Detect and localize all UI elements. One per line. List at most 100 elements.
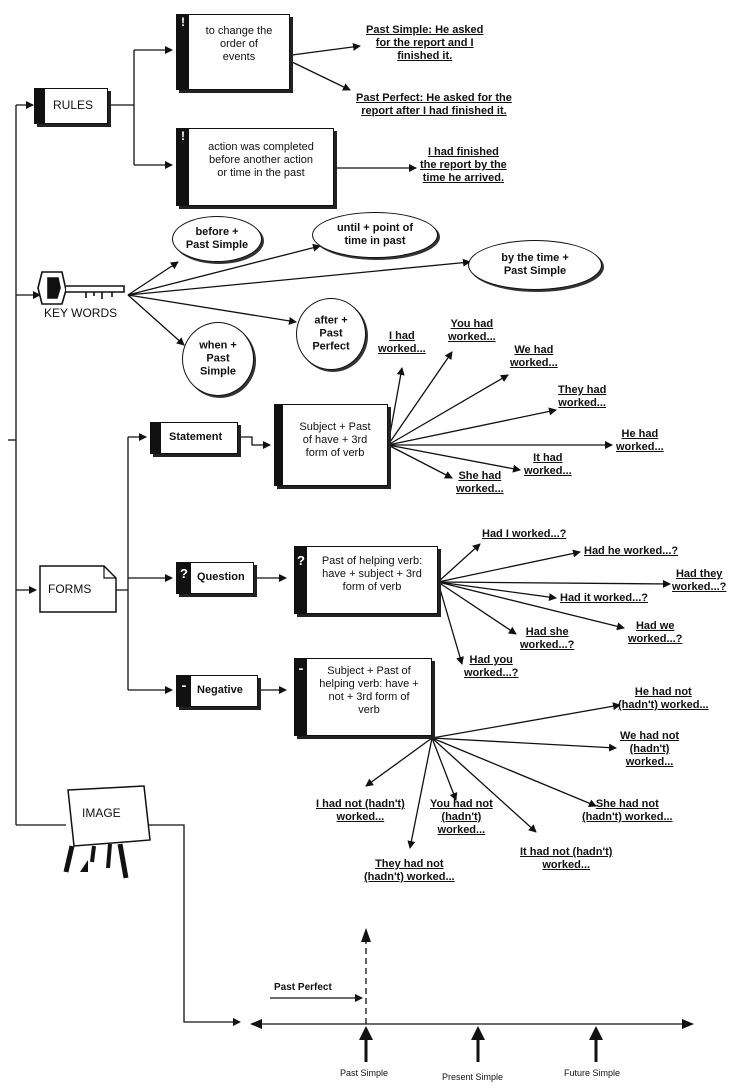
formula-line: form of verb	[342, 581, 402, 593]
rules-node: RULES	[34, 88, 108, 124]
keyword-line: Past Simple	[503, 265, 567, 277]
example-line: worked...?	[520, 639, 575, 651]
keyword-line: Past	[206, 352, 230, 365]
statement-label: Statement	[169, 431, 223, 443]
example-line: worked...	[456, 483, 504, 495]
keyword-line: Perfect	[312, 340, 350, 353]
example-line: I had not (hadn't)	[316, 798, 405, 810]
example-line: worked...	[336, 811, 385, 823]
example-line: Had she	[525, 626, 569, 638]
keyword-after: after + Past Perfect	[296, 298, 366, 370]
example-line: time he arrived.	[422, 172, 505, 184]
document-icon	[39, 565, 117, 613]
example-line: worked...	[448, 331, 496, 343]
example-line: worked...	[625, 756, 674, 768]
keywords-label: KEY WORDS	[44, 306, 118, 320]
keyword-line: after +	[314, 314, 348, 327]
example-line: You had	[450, 318, 494, 330]
question-label: Question	[197, 571, 245, 583]
example-line: for the report and I	[375, 37, 474, 49]
example-line: He had not	[634, 686, 692, 698]
negative-formula-text: Subject + Past of helping verb: have + n…	[309, 665, 429, 717]
keyword-line: by the time +	[501, 252, 569, 264]
easel-icon	[63, 785, 151, 879]
forms-label: FORMS	[48, 582, 92, 596]
example-line: She had	[458, 470, 502, 482]
statement-formula-box: Subject + Past of have + 3rd form of ver…	[274, 404, 388, 486]
timeline-tick-past-simple: Past Simple	[340, 1068, 389, 1078]
example-past-perfect: Past Perfect: He asked for the report af…	[356, 92, 512, 118]
example-line: We had	[514, 344, 554, 356]
example-line: We had not	[620, 730, 680, 742]
example-line: worked...?	[464, 667, 519, 679]
example-line: I had finished	[427, 146, 499, 158]
example-line: I had	[389, 330, 415, 342]
keyword-text: after + Past Perfect	[297, 315, 365, 354]
example-line: worked...	[558, 397, 606, 409]
example-line: worked...	[437, 824, 486, 836]
minus-icon: -	[295, 659, 307, 735]
keyword-line: before +	[195, 226, 239, 238]
example-finished: I had finished the report by the time he…	[420, 146, 507, 185]
keyword-line: Simple	[199, 365, 237, 378]
example-line: You had not	[430, 798, 493, 810]
rule-order-line: events	[222, 51, 256, 63]
rule-order-text: to change the order of events	[191, 25, 287, 64]
example-line: Had we	[635, 620, 675, 632]
negative-label: Negative	[197, 684, 243, 696]
example-line: Had it worked...?	[560, 592, 649, 604]
negative-example: She had not(hadn't) worked...	[582, 798, 673, 824]
example-line: worked...	[524, 465, 572, 477]
keyword-when: when + Past Simple	[182, 322, 254, 396]
question-formula-text: Past of helping verb: have + subject + 3…	[309, 555, 435, 594]
keyword-line: when +	[199, 339, 237, 352]
keyword-text: by the time + Past Simple	[469, 252, 601, 278]
negative-node: - Negative	[176, 675, 258, 707]
negative-example: They had not(hadn't) worked...	[364, 858, 455, 884]
formula-line: helping verb: have +	[319, 678, 419, 690]
question-mark-icon: ?	[295, 547, 307, 613]
keyword-line: time in past	[344, 235, 406, 247]
question-example: Had it worked...?	[560, 592, 648, 605]
formula-line: form of verb	[305, 447, 365, 459]
example-line: (hadn't) worked...	[618, 699, 709, 711]
keyword-before: before + Past Simple	[172, 216, 262, 262]
formula-line: Past of helping verb:	[321, 555, 423, 567]
keyword-text: until + point of time in past	[313, 222, 437, 248]
example-line: It had not (hadn't)	[520, 846, 613, 858]
rule-completed-line: action was completed	[208, 141, 314, 153]
rules-label: RULES	[53, 98, 94, 112]
keyword-text: before + Past Simple	[173, 226, 261, 252]
example-line: (hadn't) worked...	[582, 811, 673, 823]
statement-node: Statement	[150, 422, 238, 454]
rules-flag-icon	[35, 89, 45, 123]
example-past-simple: Past Simple: He asked for the report and…	[366, 24, 483, 63]
example-line: (hadn't)	[629, 743, 670, 755]
minus-icon: -	[177, 676, 191, 706]
keyword-by-the-time: by the time + Past Simple	[468, 240, 602, 290]
formula-line: of have + 3rd	[302, 434, 368, 446]
negative-example: It had not (hadn't)worked...	[520, 846, 612, 872]
example-line: It had	[533, 452, 563, 464]
example-line: They had	[558, 384, 607, 396]
formula-line: Subject + Past of	[327, 665, 411, 677]
example-line: Past Perfect: He asked for the	[356, 92, 512, 104]
example-line: They had not	[375, 858, 444, 870]
example-line: He had	[621, 428, 659, 440]
past-perfect-label: Past Perfect	[274, 982, 332, 993]
key-icon	[37, 271, 125, 305]
rule-order-box: ! to change the order of events	[176, 14, 290, 90]
keyword-until: until + point of time in past	[312, 212, 438, 258]
example-line: report after I had finished it.	[361, 105, 507, 117]
example-line: worked...	[510, 357, 558, 369]
statement-flag-icon	[151, 423, 161, 453]
example-line: (hadn't) worked...	[364, 871, 455, 883]
keyword-line: Past Simple	[185, 239, 249, 251]
